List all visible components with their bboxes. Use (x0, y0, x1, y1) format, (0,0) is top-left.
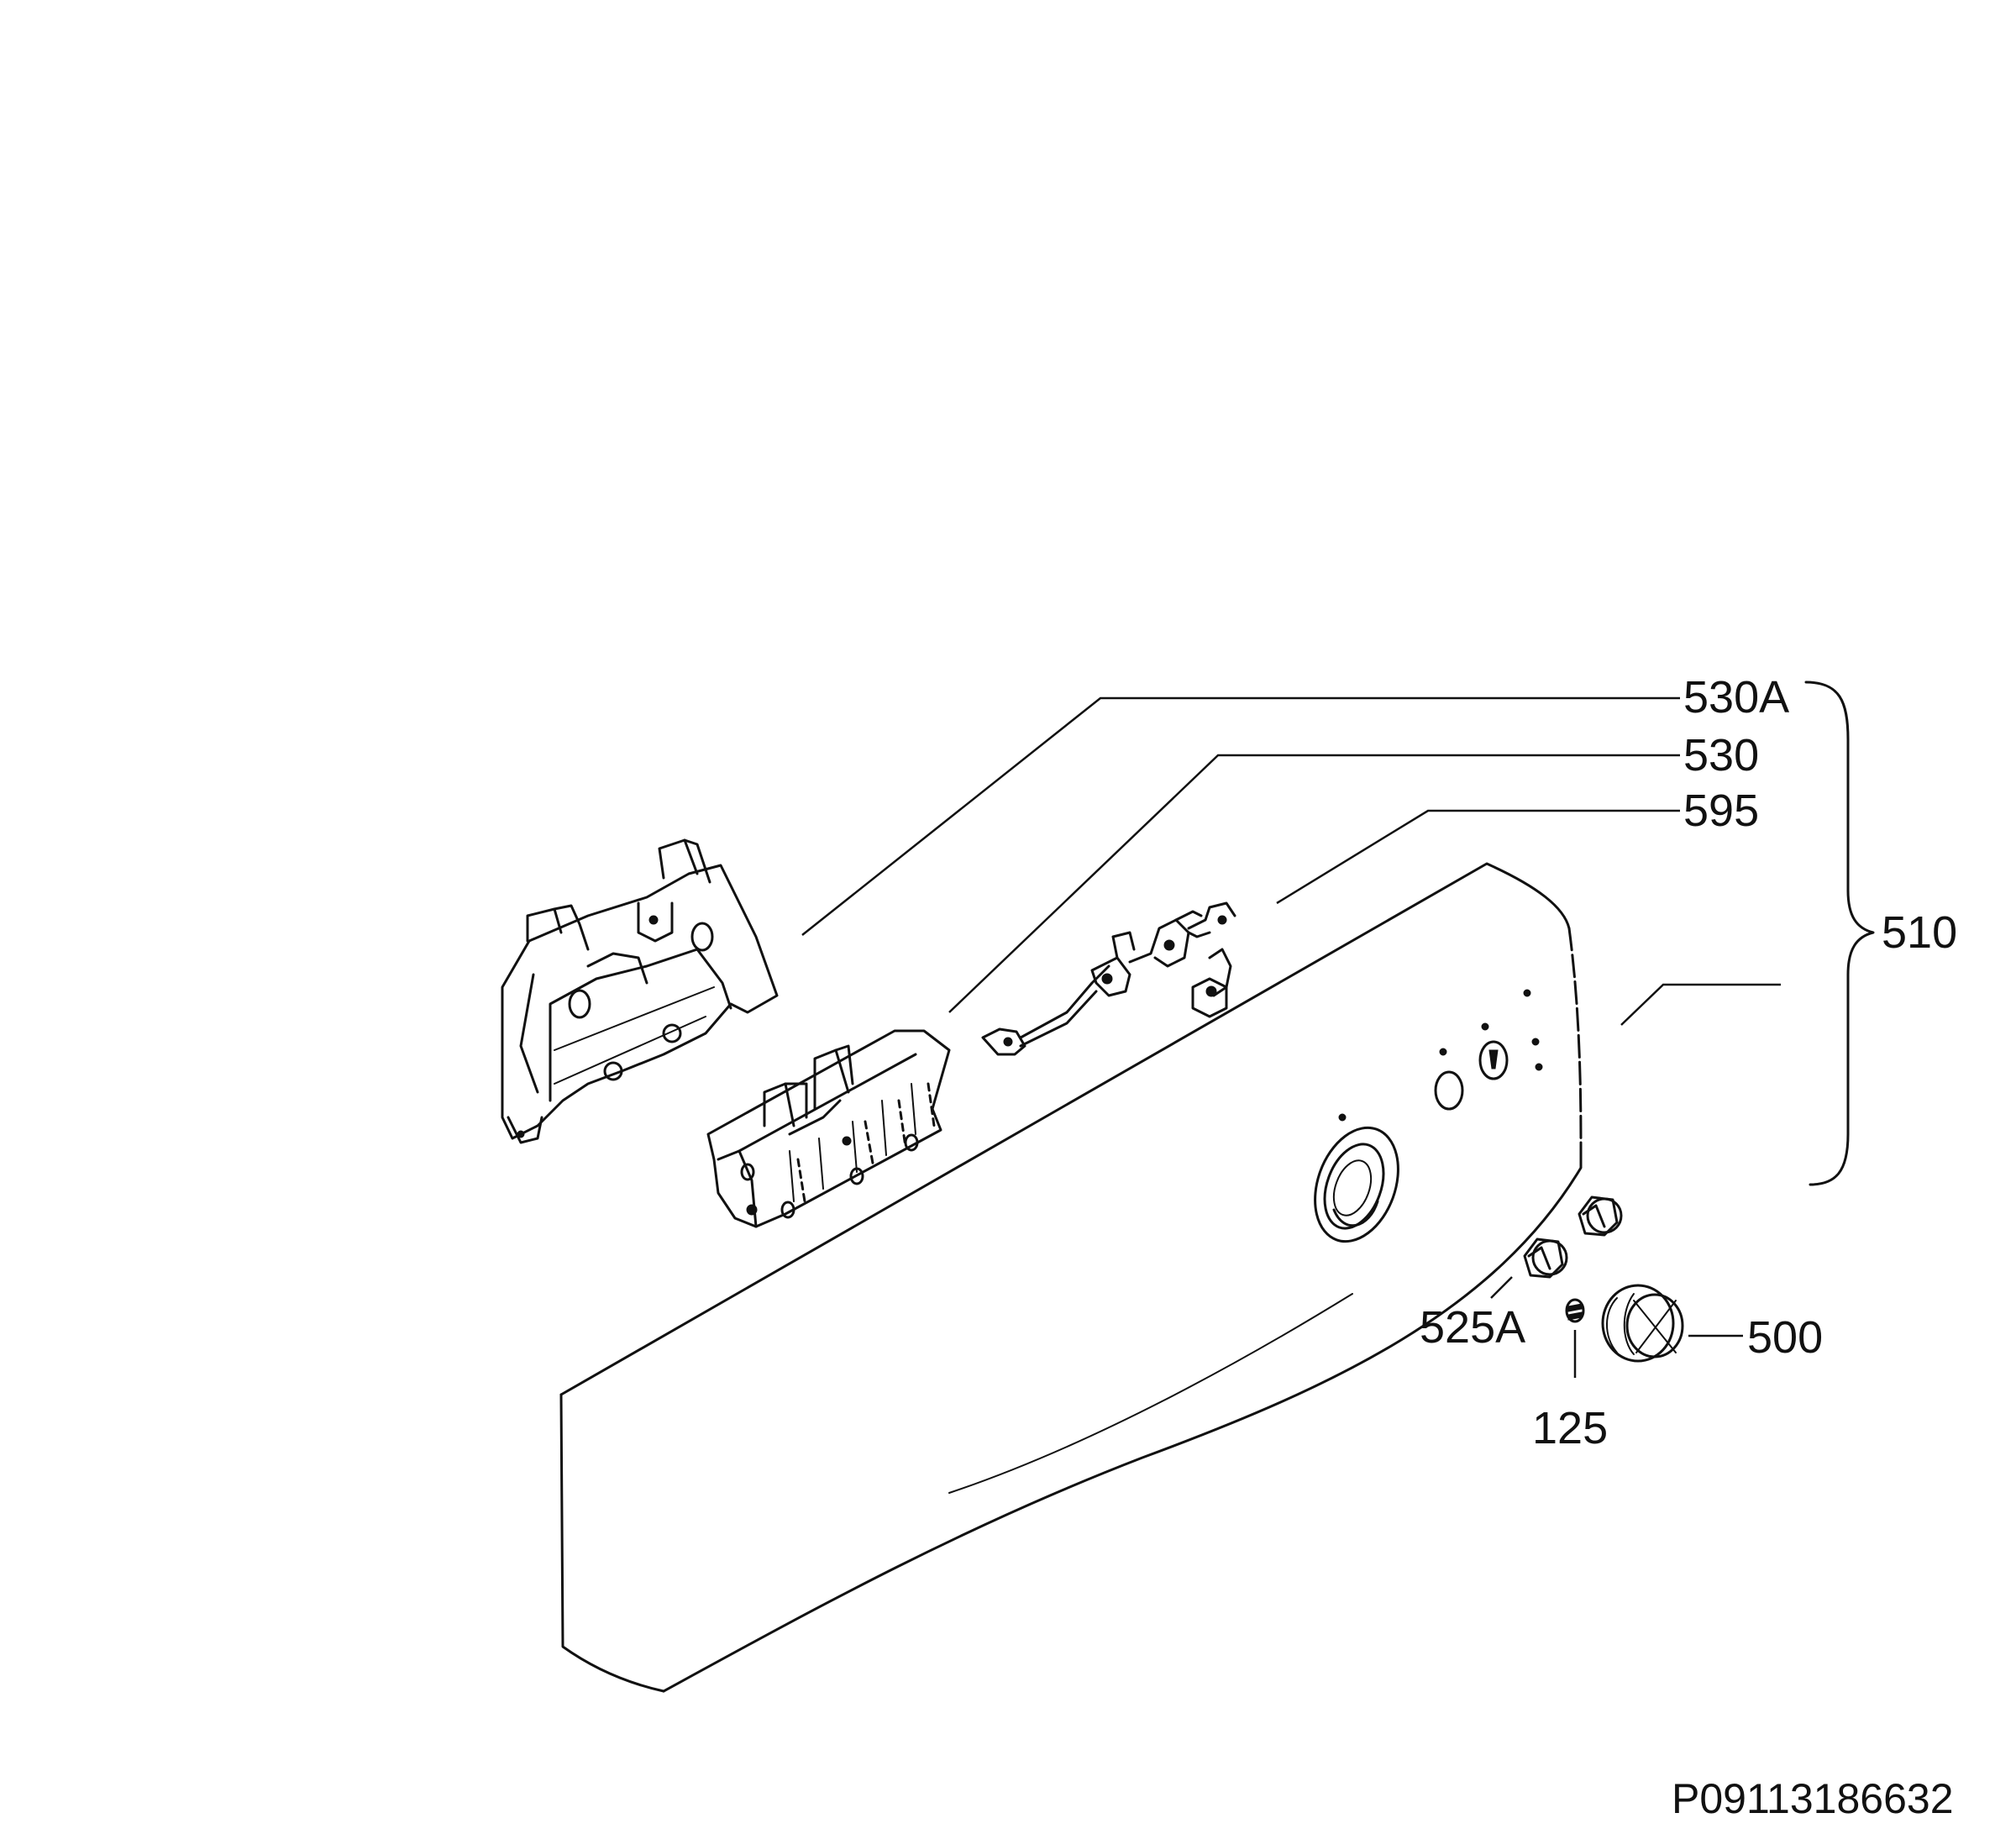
label-500: 500 (1747, 1312, 1823, 1363)
leader-530 (948, 754, 1680, 1013)
spring-125 (1565, 1298, 1585, 1323)
label-510: 510 (1882, 907, 1957, 958)
label-530a: 530A (1683, 672, 1789, 723)
reference-number: P09113186632 (1672, 1775, 1954, 1822)
control-panel-fascia (559, 862, 1583, 1693)
dispenser-housing-530a (501, 838, 779, 1144)
leader-lines (801, 696, 1781, 1378)
part-labels: 530A 530 595 510 525A 500 125 (1420, 672, 1957, 1453)
group-brace (1804, 681, 1875, 1186)
leader-530a (801, 696, 1680, 936)
label-525a: 525A (1420, 1302, 1525, 1353)
leader-595 (1276, 809, 1680, 905)
label-125: 125 (1532, 1403, 1608, 1453)
switch-block-530 (706, 1029, 951, 1228)
label-595: 595 (1683, 786, 1759, 836)
selector-knob-500 (1601, 1284, 1684, 1363)
push-buttons-525a (1523, 1196, 1623, 1279)
leader-510 (1620, 983, 1781, 1026)
label-530: 530 (1683, 730, 1759, 780)
leader-525a (1490, 1276, 1513, 1299)
wiring-harness-595 (981, 901, 1236, 1056)
